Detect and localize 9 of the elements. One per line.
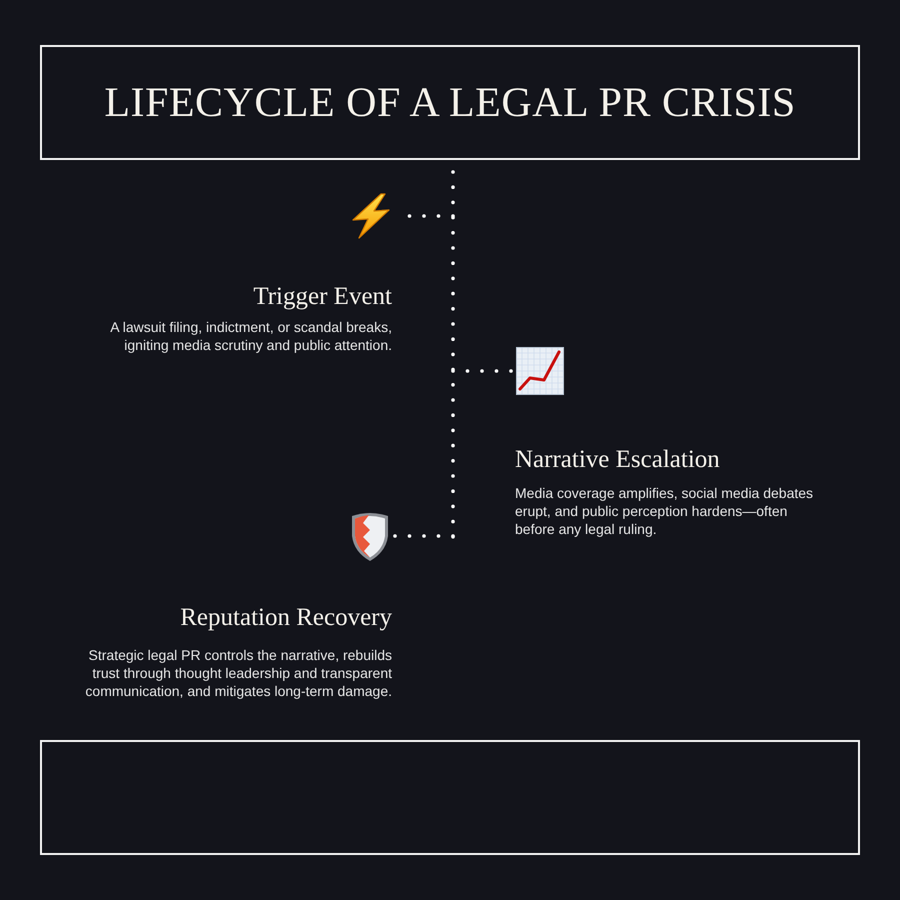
- stage-heading: Reputation Recovery: [180, 603, 392, 633]
- shield-icon: [350, 510, 390, 562]
- diagram-title: LIFECYCLE OF A LEGAL PR CRISIS: [40, 45, 860, 160]
- line-chart-icon: [516, 347, 564, 395]
- stage-heading: Narrative Escalation: [515, 445, 720, 475]
- stage-description: A lawsuit filing, indictment, or scandal breaks, igniting media scrutiny and public attention.: [109, 318, 392, 354]
- stage-description: Media coverage amplifies, social media debates erupt, and public perception hardens—often before any legal ruling.: [515, 484, 814, 538]
- stage-description: Strategic legal PR controls the narrative, rebuilds trust through thought leadership and transparent communication, and mitigates long-term damage.: [84, 646, 392, 700]
- stage-heading: Trigger Event: [253, 282, 392, 312]
